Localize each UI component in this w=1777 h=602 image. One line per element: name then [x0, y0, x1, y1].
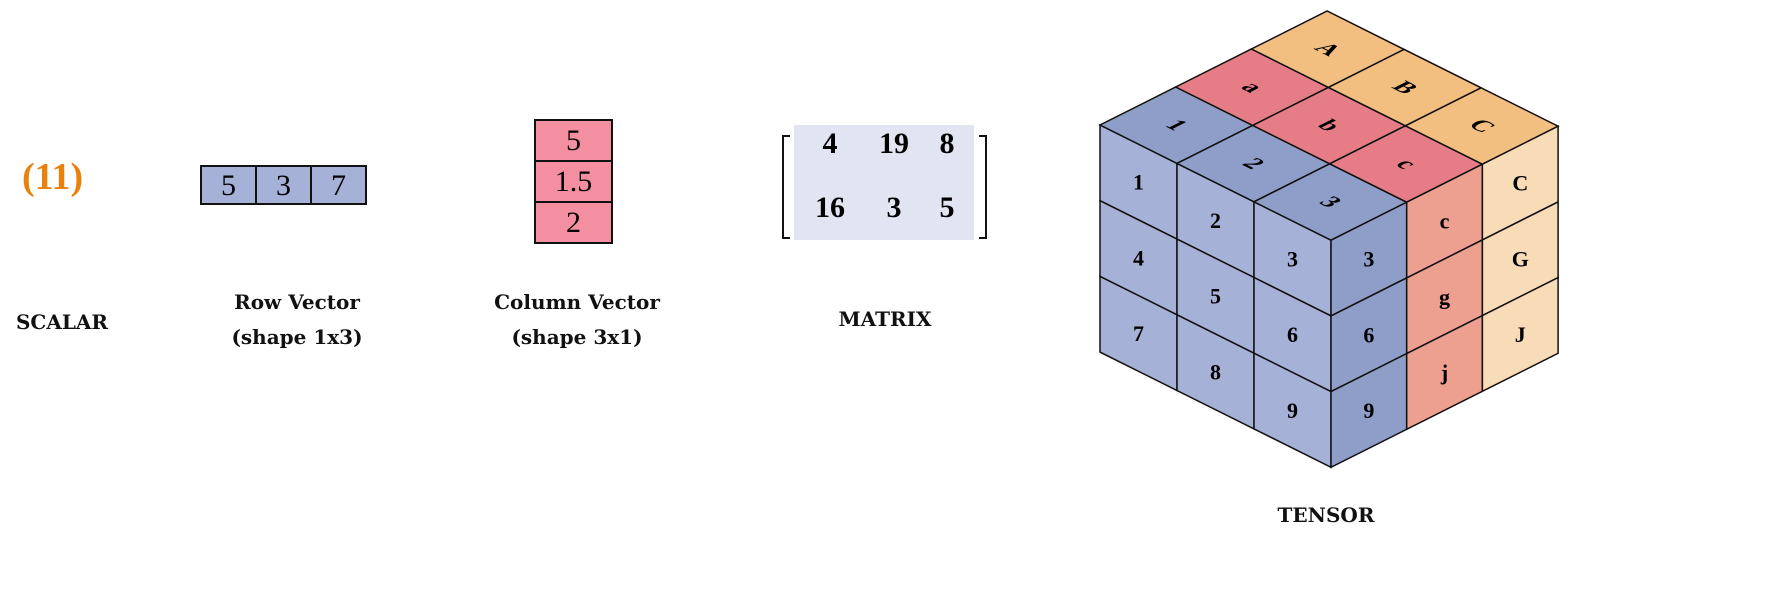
tensor-side-cell-label: j	[1440, 360, 1448, 385]
tensor-side-cell-label: 3	[1363, 247, 1374, 272]
column-vector-cell: 2	[536, 201, 611, 242]
tensor-side-cell-label: J	[1515, 322, 1526, 347]
row-vector-cell: 5	[202, 167, 255, 203]
row-vector: 5 3 7	[200, 165, 367, 205]
tensor-front-cell-label: 3	[1287, 246, 1298, 271]
column-vector-label: Column Vector	[494, 290, 660, 314]
column-vector-shape: (shape 3x1)	[511, 325, 643, 349]
tensor-front-cell-label: 4	[1133, 245, 1144, 270]
matrix-cell: 4	[822, 127, 838, 160]
column-vector-cell: 1.5	[536, 160, 611, 201]
tensor-side-cell-label: C	[1512, 171, 1528, 196]
tensor-front-cell-label: 9	[1287, 398, 1298, 423]
tensor-side-cell-label: 6	[1363, 322, 1374, 347]
left-bracket	[782, 135, 790, 239]
tensor-front-cell-label: 6	[1287, 322, 1298, 347]
matrix-cell: 19	[879, 127, 909, 160]
column-vector: 5 1.5 2	[534, 119, 613, 244]
tensor-side-cell-label: 9	[1363, 398, 1374, 423]
tensor-side-cell-label: G	[1512, 246, 1529, 271]
matrix-cell: 3	[886, 191, 902, 224]
matrix-label: MATRIX	[838, 307, 932, 331]
tensor-front-cell-label: 5	[1210, 284, 1221, 309]
right-bracket	[979, 135, 987, 239]
row-vector-cell: 7	[310, 167, 365, 203]
matrix-cell: 5	[939, 191, 955, 224]
tensor-side-cell-label: c	[1440, 209, 1450, 234]
tensor-side-cell	[1481, 276, 1559, 393]
matrix: 4 19 8 16 3 5	[782, 125, 987, 240]
scalar-value: (11)	[22, 156, 84, 198]
tensor-front-cell-label: 1	[1133, 170, 1144, 195]
row-vector-cell: 3	[255, 167, 310, 203]
tensor-side-cell-label: g	[1439, 284, 1450, 309]
matrix-cell: 16	[815, 191, 845, 224]
matrix-background	[794, 125, 974, 240]
tensor-front-cell-label: 8	[1210, 359, 1221, 384]
row-vector-shape: (shape 1x3)	[231, 325, 363, 349]
scalar-label: SCALAR	[15, 310, 109, 334]
tensor-front-cell-label: 7	[1133, 321, 1144, 346]
column-vector-cell: 5	[536, 121, 611, 160]
tensor-label: TENSOR	[1277, 503, 1375, 527]
matrix-cell: 8	[939, 127, 955, 160]
row-vector-label: Row Vector	[234, 290, 360, 314]
tensor-front-cell-label: 2	[1210, 208, 1221, 233]
